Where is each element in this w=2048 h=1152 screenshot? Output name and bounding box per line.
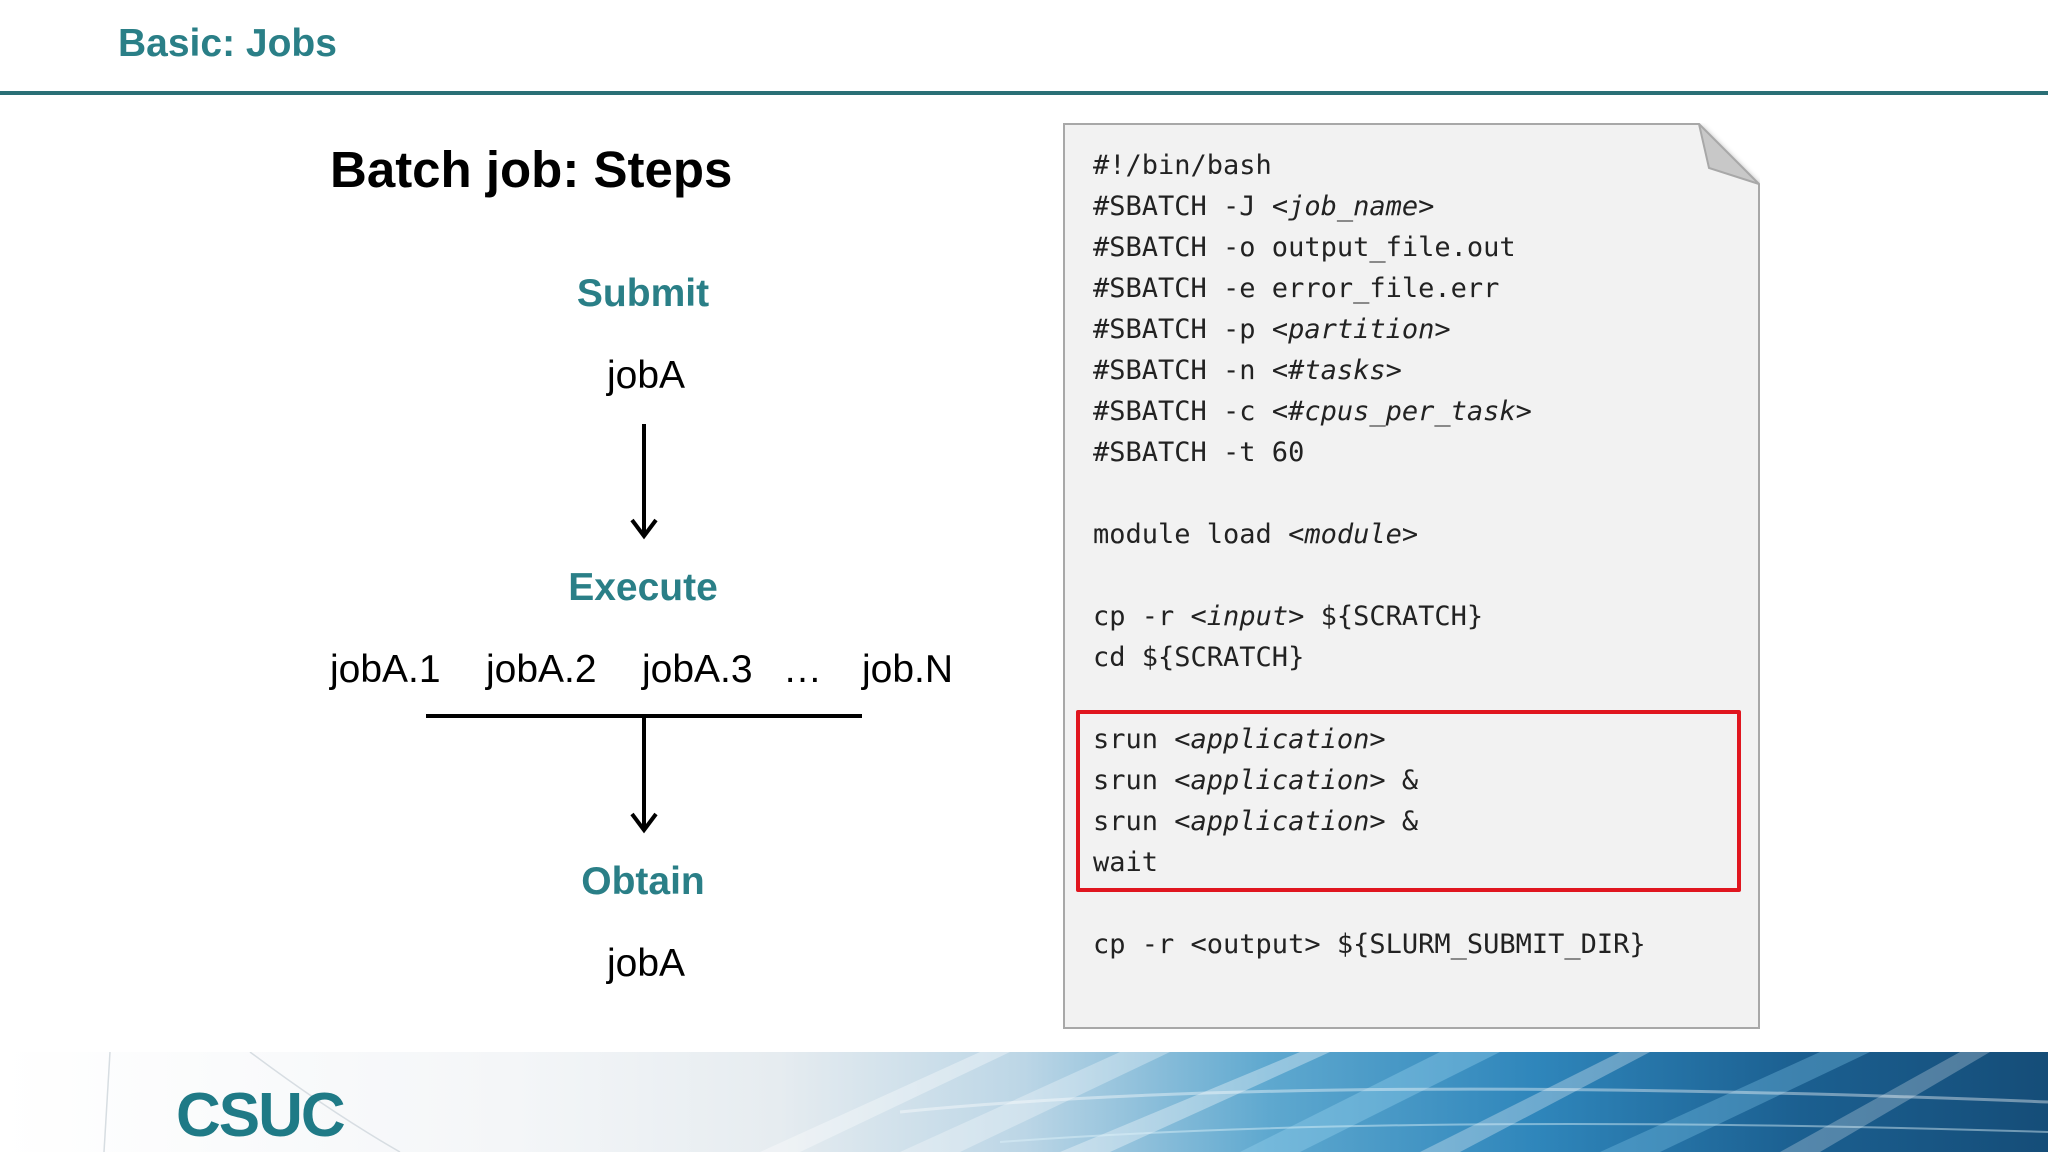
code-text: #SBATCH -n [1093,355,1272,386]
execute-job-1: jobA.1 [330,648,441,691]
code-text: #SBATCH -t 60 [1093,437,1305,468]
code-line [1093,678,1646,719]
section-title: Basic: Jobs [118,22,337,65]
code-line: #SBATCH -p <partition> [1093,309,1646,350]
csuc-logo: CSUC [176,1080,346,1151]
code-text: #SBATCH -c [1093,396,1272,427]
code-text-suffix: & [1385,765,1419,796]
execute-ellipsis: … [783,648,822,691]
code-placeholder: <application> [1174,765,1386,796]
logo-text: CSUC [176,1081,346,1150]
arrowhead-2 [630,812,658,834]
code-line [1093,555,1646,596]
code-placeholder: <partition> [1271,314,1451,345]
footer-banner [0,1052,2048,1152]
obtain-job: jobA [606,942,686,985]
footer-streaks [103,1052,2048,1152]
submit-label: Submit [576,272,710,315]
code-text: wait [1093,847,1159,878]
code-line: #SBATCH -n <#tasks> [1093,350,1646,391]
code-text: cd ${SCRATCH} [1093,642,1305,673]
execute-job-3: jobA.3 [642,648,753,691]
parallel-steps-highlight [1076,710,1741,892]
code-line: #SBATCH -o output_file.out [1093,227,1646,268]
submit-job: jobA [606,354,686,397]
code-line [1093,883,1646,924]
code-placeholder: <input> [1190,601,1305,632]
code-text-suffix: ${SCRATCH} [1304,601,1484,632]
code-text: #SBATCH -J [1093,191,1272,222]
code-line: #SBATCH -J <job_name> [1093,186,1646,227]
code-line: srun <application> & [1093,801,1646,842]
code-text: #SBATCH -o output_file.out [1093,232,1516,263]
code-text: #!/bin/bash [1093,150,1272,181]
code-text: module load [1093,519,1289,550]
code-placeholder: <application> [1174,806,1386,837]
code-text: srun [1093,724,1175,755]
code-line: srun <application> [1093,719,1646,760]
code-line: cp -r <output> ${SLURM_SUBMIT_DIR} [1093,924,1646,965]
code-placeholder: <#cpus_per_task> [1271,396,1532,427]
code-line: module load <module> [1093,514,1646,555]
code-line: cp -r <input> ${SCRATCH} [1093,596,1646,637]
code-text: #SBATCH -e error_file.err [1093,273,1500,304]
code-placeholder: <#tasks> [1271,355,1402,386]
flow-diagram-arrows [426,424,862,834]
code-text: srun [1093,765,1175,796]
code-line: #SBATCH -t 60 [1093,432,1646,473]
batch-script-code: #!/bin/bash#SBATCH -J <job_name>#SBATCH … [1093,145,1646,965]
execute-job-2: jobA.2 [486,648,597,691]
arrowhead-1 [630,518,658,540]
header-divider [0,91,2048,95]
execute-label: Execute [568,566,718,609]
obtain-label: Obtain [581,860,705,903]
code-line: srun <application> & [1093,760,1646,801]
code-placeholder: <job_name> [1271,191,1435,222]
code-text: cp -r <output> ${SLURM_SUBMIT_DIR} [1093,929,1646,960]
code-text: #SBATCH -p [1093,314,1272,345]
code-placeholder: <application> [1174,724,1386,755]
page-fold-corner [1697,123,1760,185]
code-line: #SBATCH -e error_file.err [1093,268,1646,309]
code-text: srun [1093,806,1175,837]
code-line [1093,473,1646,514]
slide-title: Batch job: Steps [330,141,733,198]
code-text-suffix: & [1385,806,1419,837]
execute-job-n: job.N [862,648,954,691]
code-placeholder: <module> [1288,519,1419,550]
code-line: #!/bin/bash [1093,145,1646,186]
code-line: cd ${SCRATCH} [1093,637,1646,678]
script-page [1063,123,1760,1029]
code-text: cp -r [1093,601,1191,632]
code-line: #SBATCH -c <#cpus_per_task> [1093,391,1646,432]
code-line: wait [1093,842,1646,883]
